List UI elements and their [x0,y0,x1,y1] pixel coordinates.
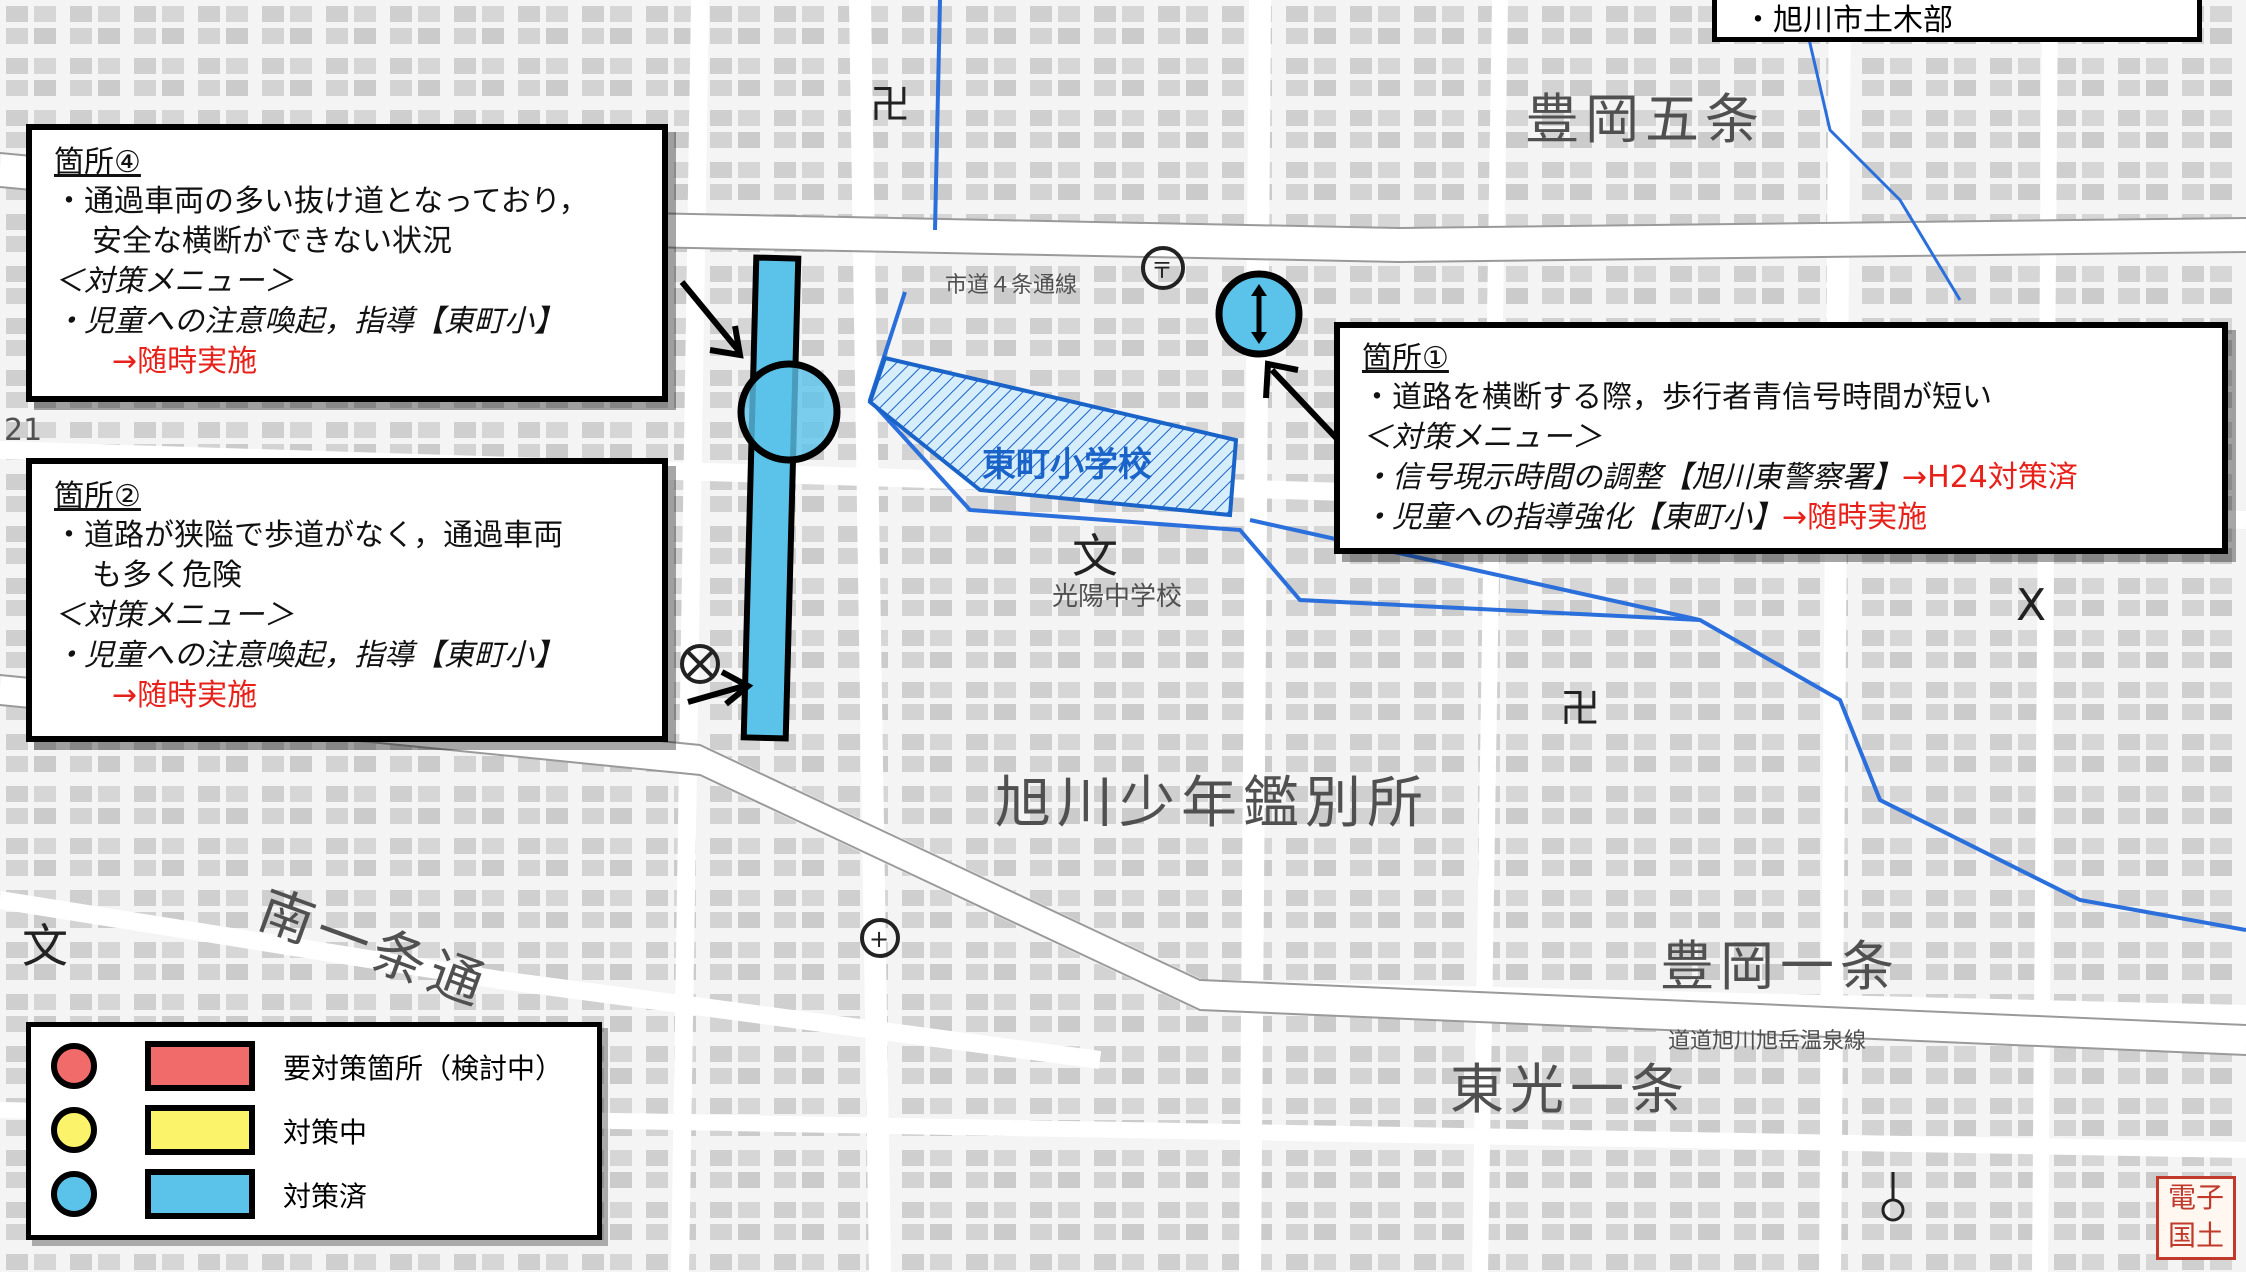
svg-text:〒: 〒 [1151,259,1173,284]
label-toyooka-5jo: 豊岡五条 [1525,88,1765,151]
svg-text:+: + [869,925,889,953]
legend-item-done: 対策済 [45,1167,585,1225]
spot-4-menu-item: ・児童への注意喚起，指導【東町小】 [54,304,564,339]
label-toyooka-1jo: 豊岡一条 [1660,935,1900,998]
higashimachi-school-area [867,355,1239,518]
legend-label-done: 対策済 [283,1180,368,1213]
temple-icon: 卍 [870,82,910,128]
canal-line [933,0,2246,932]
map-legend: 要対策箇所（検討中） 対策中 対策済 [26,1022,602,1240]
shrine-icon [1881,1172,1905,1222]
spot-1-menu-item-1: ・信号現示時間の調整【旭川東警察署】→H24対策済 [1362,458,2200,498]
legend-label-pending: 要対策箇所（検討中） [283,1052,564,1085]
canal-line-2 [1798,0,1962,301]
hospital-icon: + [860,918,900,958]
legend-item-pending: 要対策箇所（検討中） [45,1039,585,1097]
spot-1-issue-line1: ・道路を横断する際，歩行者青信号時間が短い [1362,380,1992,415]
label-higashimitsu-1jo: 東光一条 [1450,1058,1690,1121]
stamp-line2: 国土 [2167,1219,2224,1252]
legend-bar-done [145,1169,255,1219]
legend-bar-in-progress [145,1105,255,1155]
police-box-icon: X [2016,580,2046,631]
top-info-text: ・旭川市土木部 [1743,3,1953,38]
legend-circle-in-progress [51,1107,97,1153]
legend-label-in-progress: 対策中 [283,1116,368,1149]
label-shido-4jo: 市道４条通線 [945,273,1077,298]
spot-4-issue-line1: ・通過車両の多い抜け道となっており， [54,184,589,219]
label-koyo-jh: 光陽中学校 [1052,582,1182,612]
crossing-arrow-icon [1251,284,1267,344]
stamp-line1: 電子 [2167,1181,2224,1214]
spot-2-menu-header: ＜対策メニュー＞ [54,598,294,633]
label-higashimachi-es: 東町小学校 [982,445,1152,485]
spot-1-menu-item-2-status: →随時実施 [1782,500,1928,535]
spot-4-circle [737,360,841,464]
label-asahikawa-shonen: 旭川少年鑑別所 [995,771,1429,836]
top-info-box: ・旭川市土木部 [1712,0,2202,42]
legend-bar-pending [145,1041,255,1091]
spot-4-title: 箇所④ [54,145,141,180]
school-icon-2: 文 [22,919,68,973]
label-edge-number: 21 [4,413,42,448]
spot-1-menu-item-2-text: ・児童への指導強化【東町小】 [1362,500,1782,535]
pointer-arrows [679,280,1343,707]
spot-2-road-segment [740,254,802,742]
legend-circle-pending [51,1043,97,1089]
spot-2-issue-line2: も多く危険 [92,558,242,593]
spot-2-issue-line1: ・道路が狭隘で歩道がなく，通過車両 [54,518,564,553]
school-icon: 文 [1072,529,1118,583]
spot-4-issue-line2: 安全な横断ができない状況 [92,224,452,259]
spot-2-title: 箇所② [54,479,141,514]
callout-spot-4: 箇所④ ・通過車両の多い抜け道となっており， 安全な横断ができない状況 ＜対策メ… [26,124,668,402]
spot-4-menu-header: ＜対策メニュー＞ [54,264,294,299]
spot-1-menu-header: ＜対策メニュー＞ [1362,420,1602,455]
fire-station-icon [680,644,720,684]
spot-2-menu-item: ・児童への注意喚起，指導【東町小】 [54,638,564,673]
spot-1-title: 箇所① [1362,341,1449,376]
spot-1-menu-item-1-status: →H24対策済 [1902,460,2078,495]
callout-spot-2: 箇所② ・道路が狭隘で歩道がなく，通過車両 も多く危険 ＜対策メニュー＞ ・児童… [26,458,668,742]
callout-spot-1: 箇所① ・道路を横断する際，歩行者青信号時間が短い ＜対策メニュー＞ ・信号現示… [1334,322,2228,554]
legend-circle-done [51,1171,97,1217]
denshi-kokudo-stamp: 電子 国土 [2156,1176,2236,1260]
spot-1-menu-item-2: ・児童への指導強化【東町小】→随時実施 [1362,498,2200,538]
spot-2-menu-status: →随時実施 [112,678,258,713]
legend-item-in-progress: 対策中 [45,1103,585,1161]
temple-icon-2: 卍 [1560,686,1600,732]
post-office-icon: 〒 [1141,246,1185,290]
spot-4-menu-status: →随時実施 [112,344,258,379]
label-dodo-asahikawa: 道道旭川旭岳温泉線 [1668,1029,1866,1054]
spot-1-menu-item-1-text: ・信号現示時間の調整【旭川東警察署】 [1362,460,1902,495]
